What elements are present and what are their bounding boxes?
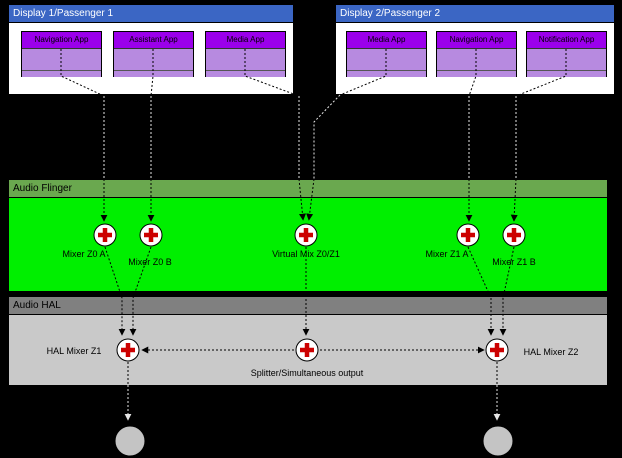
display1-panel: Display 1/Passenger 1 Navigation App Ass… <box>8 4 294 95</box>
mixer-z0b-label: Mixer Z0 B <box>128 257 172 267</box>
display1-body: Navigation App Assistant App Media App <box>9 23 293 77</box>
app-body <box>114 49 193 77</box>
app-label: Navigation App <box>437 32 516 49</box>
audio-hal-title: Audio HAL <box>9 297 607 315</box>
hal-mixer-z1-label: HAL Mixer Z1 <box>46 346 102 356</box>
app-assistant-display1: Assistant App <box>113 31 194 77</box>
display2-body: Media App Navigation App Notification Ap… <box>336 23 614 77</box>
speaker-1 <box>114 425 146 457</box>
app-divider <box>527 70 606 71</box>
app-navigation-display1: Navigation App <box>21 31 102 77</box>
app-label: Media App <box>347 32 426 49</box>
mixer-z1b-label: Mixer Z1 B <box>492 257 536 267</box>
display2-panel: Display 2/Passenger 2 Media App Navigati… <box>335 4 615 95</box>
app-body <box>22 49 101 77</box>
display1-title: Display 1/Passenger 1 <box>9 5 293 23</box>
splitter-label: Splitter/Simultaneous output <box>250 368 364 378</box>
app-label: Notification App <box>527 32 606 49</box>
app-navigation-display2: Navigation App <box>436 31 517 77</box>
app-body <box>206 49 285 77</box>
app-notification-display2: Notification App <box>526 31 607 77</box>
hal-mixer-z2-label: HAL Mixer Z2 <box>523 347 579 357</box>
audio-flinger-title: Audio Flinger <box>9 180 607 198</box>
display2-title: Display 2/Passenger 2 <box>336 5 614 23</box>
app-divider <box>347 70 426 71</box>
app-media-display1: Media App <box>205 31 286 77</box>
app-divider <box>114 70 193 71</box>
app-body <box>527 49 606 77</box>
app-divider <box>206 70 285 71</box>
mixer-z1a-label: Mixer Z1 A <box>425 249 469 259</box>
app-divider <box>437 70 516 71</box>
flow-media2-gap <box>313 94 341 179</box>
app-label: Navigation App <box>22 32 101 49</box>
app-label: Assistant App <box>114 32 193 49</box>
speaker-2 <box>482 425 514 457</box>
virtual-mix-label: Virtual Mix Z0/Z1 <box>272 249 340 259</box>
app-body <box>437 49 516 77</box>
mixer-z0a-label: Mixer Z0 A <box>62 249 106 259</box>
audio-flinger-band: Audio Flinger <box>8 179 608 291</box>
app-divider <box>22 70 101 71</box>
app-body <box>347 49 426 77</box>
app-media-display2: Media App <box>346 31 427 77</box>
app-label: Media App <box>206 32 285 49</box>
audio-flinger-body <box>9 198 607 291</box>
